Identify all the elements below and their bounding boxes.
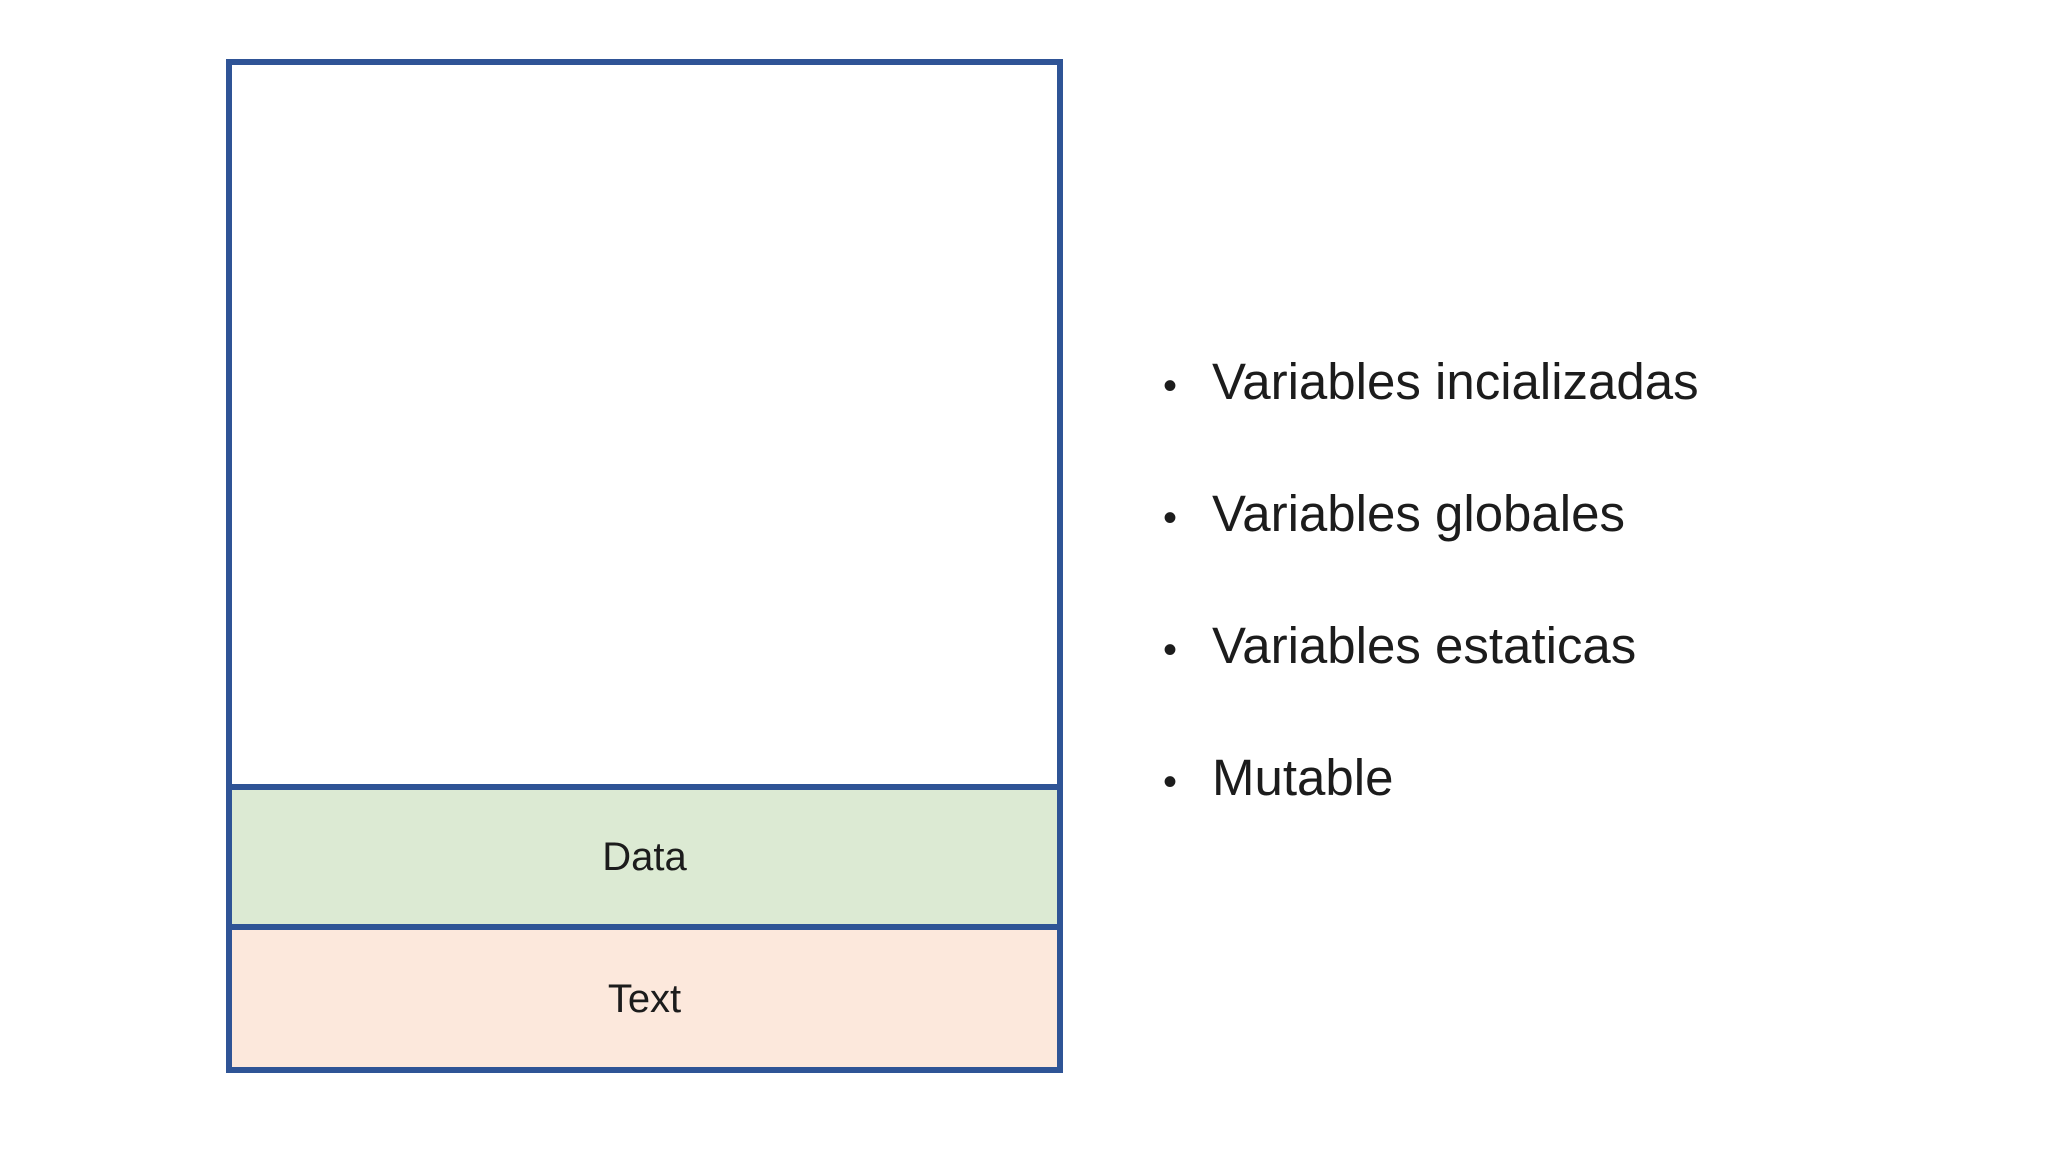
- bullet-list: • Variables incializadas • Variables glo…: [1163, 352, 1699, 812]
- segment-text: Text: [226, 924, 1063, 1073]
- bullet-icon: •: [1163, 496, 1178, 540]
- bullet-icon: •: [1163, 628, 1178, 672]
- list-item: • Mutable: [1163, 748, 1699, 812]
- bullet-icon: •: [1163, 364, 1178, 408]
- list-item: • Variables incializadas: [1163, 352, 1699, 416]
- segment-data: Data: [226, 784, 1063, 930]
- segment-data-label: Data: [602, 835, 687, 879]
- list-item: • Variables estaticas: [1163, 616, 1699, 680]
- list-item-label: Variables globales: [1212, 485, 1625, 542]
- list-item: • Variables globales: [1163, 484, 1699, 548]
- list-item-label: Mutable: [1212, 749, 1394, 806]
- memory-layout-diagram: Data Text: [226, 59, 1063, 1073]
- segment-free-space: [226, 59, 1063, 790]
- list-item-label: Variables estaticas: [1212, 617, 1637, 674]
- list-item-label: Variables incializadas: [1212, 353, 1699, 410]
- bullet-icon: •: [1163, 760, 1178, 804]
- segment-text-label: Text: [607, 976, 682, 1021]
